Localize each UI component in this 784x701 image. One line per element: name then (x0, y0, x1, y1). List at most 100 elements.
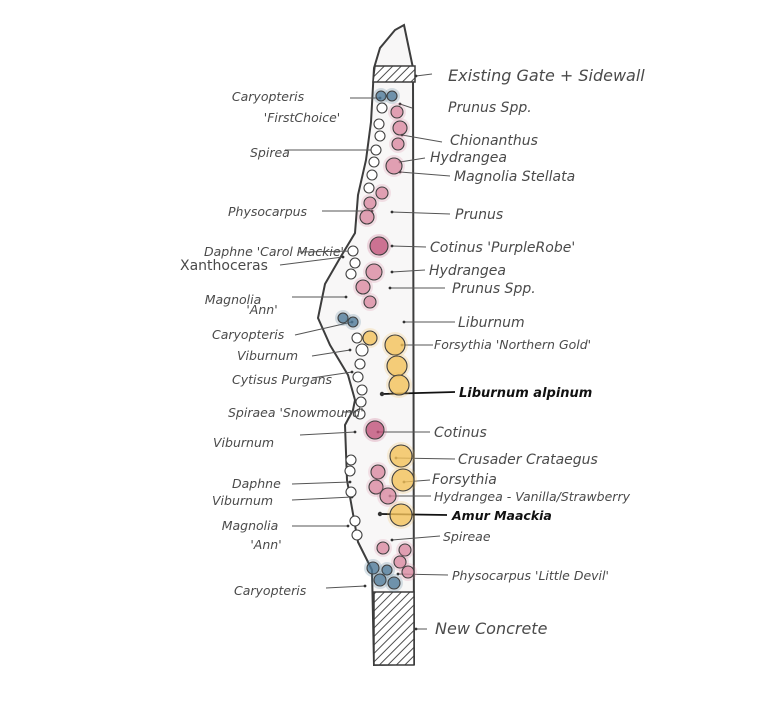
label-magnolia-ann-2: Magnolia 'Ann' (222, 518, 283, 552)
shrub-symbol (370, 144, 382, 156)
label-existing-gate: Existing Gate + Sidewall (448, 66, 645, 85)
shrub-symbol (375, 90, 387, 102)
leader-line (399, 171, 451, 177)
shrub-symbol (391, 468, 415, 492)
leader-line (298, 250, 356, 253)
shrub-symbols (335, 88, 417, 592)
leader-line (294, 321, 353, 336)
shrub-symbol (387, 576, 401, 590)
label-viburnum-1: Viburnum (237, 348, 298, 363)
shrub-symbol (374, 130, 386, 142)
label-line: Magnolia (205, 292, 262, 307)
leader-line (291, 481, 351, 485)
shrub-symbol (347, 316, 359, 328)
leader-line (279, 256, 344, 266)
label-prunus-spp-1: Prunus Spp. (448, 100, 532, 116)
label-hydrangea-vanilla-strawberry: Hydrangea - Vanilla/Strawberry (434, 489, 631, 504)
shrub-symbol (398, 543, 412, 557)
leader-dot (379, 391, 385, 397)
label-cotinus-purplerobe: Cotinus 'PurpleRobe' (430, 240, 575, 256)
shrub-symbol (354, 358, 366, 370)
leader-dot (398, 102, 402, 106)
shrub-symbol (355, 396, 367, 408)
label-viburnum-2: Viburnum (213, 435, 274, 450)
shrub-symbol (345, 268, 357, 280)
leader-dot (350, 370, 354, 374)
shrub-symbol (373, 573, 387, 587)
label-forsythia: Forsythia (432, 472, 497, 488)
label-line: Caryopteris (232, 89, 305, 104)
shrub-symbol (384, 334, 406, 356)
leader-line (325, 585, 366, 589)
shrub-symbol (366, 561, 380, 575)
label-line: Magnolia (222, 518, 279, 533)
leader-dot (390, 538, 394, 542)
shrub-symbol (354, 408, 366, 420)
shrub-symbol (370, 464, 386, 480)
leader-line (299, 431, 356, 436)
shrub-symbol (356, 384, 368, 396)
label-cytisus-purgans: Cytisus Purgans (232, 372, 333, 387)
shrub-symbol (355, 343, 369, 357)
leader-dot (414, 74, 418, 78)
shrub-symbol (368, 479, 384, 495)
shrub-symbol (344, 465, 356, 477)
leader-dot (388, 286, 392, 290)
shrub-symbol (401, 565, 415, 579)
label-physocarpus-little-devil: Physocarpus 'Little Devil' (452, 568, 609, 583)
shrub-symbol (351, 332, 363, 344)
label-forsythia-northern-gold: Forsythia 'Northern Gold' (434, 337, 591, 352)
shrub-symbol (363, 182, 375, 194)
label-amur-maackia: Amur Maackia (451, 508, 552, 523)
leader-lines (279, 73, 456, 631)
label-cotinus: Cotinus (434, 425, 487, 441)
label-daphne-carol-mackie: Daphne 'Carol Mackie' (204, 244, 344, 259)
shrub-symbol (375, 186, 389, 200)
shrub-symbol (351, 529, 363, 541)
label-chionanthus: Chionanthus (450, 133, 538, 149)
label-prunus-spp-2: Prunus Spp. (452, 281, 536, 297)
label-daphne-2: Daphne (232, 476, 281, 491)
leader-dot (396, 572, 400, 576)
shrub-symbol (389, 444, 413, 468)
leader-dot (348, 348, 352, 352)
label-line: 'FirstChoice' (264, 110, 340, 125)
leader-dot (353, 430, 357, 434)
leader-line (391, 269, 426, 273)
shrub-symbol (392, 120, 408, 136)
label-spiraea-snowmound: Spiraea 'Snowmound' (228, 405, 364, 420)
leader-line (291, 496, 353, 501)
leader-dot (402, 320, 406, 324)
label-hydrangea-1: Hydrangea (430, 150, 507, 166)
shrub-symbol (381, 564, 393, 576)
shrub-symbol (386, 90, 398, 102)
leader-dot (344, 295, 348, 299)
label-physocarpus: Physocarpus (228, 204, 308, 219)
label-viburnum-3: Viburnum (212, 493, 273, 508)
label-magnolia-stellata: Magnolia Stellata (454, 169, 575, 185)
leader-line (391, 245, 427, 248)
label-new-concrete: New Concrete (435, 619, 548, 638)
shrub-symbol (393, 555, 407, 569)
label-magnolia-ann-1: Magnolia 'Ann' (205, 292, 278, 317)
shrub-symbol (369, 236, 389, 256)
shrub-symbol (376, 102, 388, 114)
shrub-symbol (363, 196, 377, 210)
shrub-symbol (391, 137, 405, 151)
shrub-symbol (366, 169, 378, 181)
shrub-symbol (345, 454, 357, 466)
label-crusader-crataegus: Crusader Crataegus (458, 452, 598, 468)
leader-line (401, 134, 443, 143)
leader-line (399, 157, 426, 163)
label-caryopteris-3: Caryopteris (234, 583, 307, 598)
shrub-symbol (388, 374, 410, 396)
leader-dot (390, 270, 394, 274)
shrub-symbol (373, 118, 385, 130)
leader-dot (341, 255, 345, 259)
shrub-symbol (337, 312, 349, 324)
label-xanthoceras: Xanthoceras (180, 258, 268, 274)
leader-dot (363, 584, 367, 588)
label-hydrangea-2: Hydrangea (429, 263, 506, 279)
existing-gate-hatch (372, 65, 416, 83)
